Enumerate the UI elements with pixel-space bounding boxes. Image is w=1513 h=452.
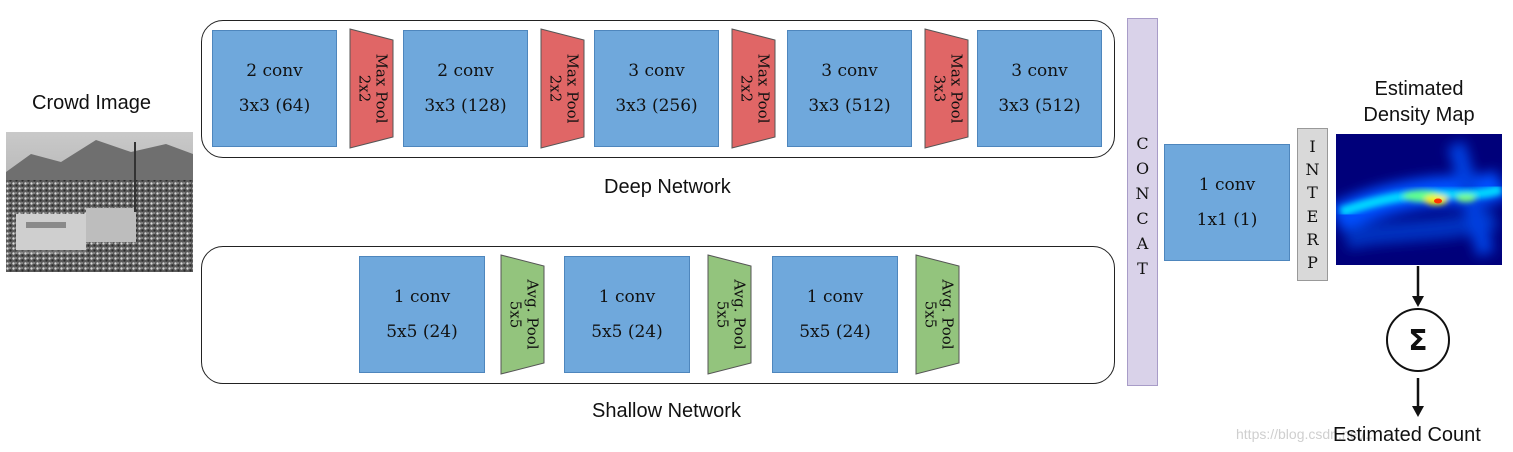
final-conv-line2: 1x1 (1) (1196, 209, 1258, 230)
shallow-pool-shape (707, 254, 752, 375)
crowd-image (6, 132, 193, 272)
shallow-conv-line1: 1 conv (393, 286, 451, 307)
crowd-image-label: Crowd Image (32, 92, 151, 114)
deep-conv-line1: 3 conv (1011, 60, 1068, 81)
density-map-label-line1: Estimated (1374, 78, 1464, 100)
concat-letter: T (1137, 259, 1148, 278)
deep-pool-line2: 2x2 (356, 75, 374, 103)
density-map-image (1336, 134, 1502, 265)
deep-pool-shape (731, 28, 776, 149)
deep-pool-line2: 2x2 (738, 75, 756, 103)
shallow-conv-line2: 5x5 (24) (386, 321, 458, 342)
shallow-conv-line2: 5x5 (24) (591, 321, 663, 342)
deep-conv-block: 3 conv 3x3 (256) (594, 30, 719, 147)
shallow-pool-line1: Avg. Pool (731, 278, 749, 349)
concat-letter: N (1135, 184, 1150, 203)
watermark-text: https://blog.csdn.net/... (1236, 426, 1377, 442)
shallow-pool-shape (915, 254, 960, 375)
output-arrows (1412, 266, 1424, 417)
deep-conv-line2: 3x3 (512) (998, 95, 1081, 116)
deep-conv-line1: 3 conv (628, 60, 685, 81)
shallow-pool-line2: 5x5 (922, 301, 940, 329)
deep-conv-line2: 3x3 (512) (808, 95, 891, 116)
shallow-pool-line1: Avg. Pool (524, 278, 542, 349)
interp-letter: T (1307, 183, 1318, 203)
interp-letter: R (1306, 229, 1319, 249)
density-map-label-line2: Density Map (1363, 104, 1475, 126)
deep-pool-line2: 2x2 (547, 75, 565, 103)
deep-conv-block: 3 conv 3x3 (512) (977, 30, 1102, 147)
estimated-count-label: Estimated Count (1333, 424, 1481, 446)
deep-conv-line2: 3x3 (128) (424, 95, 507, 116)
deep-pool-line1: Max Pool (948, 54, 966, 124)
sum-icon: Σ (1386, 308, 1450, 372)
shallow-pool-line2: 5x5 (507, 301, 525, 329)
interp-letter: N (1305, 160, 1320, 180)
concat-letter: A (1136, 234, 1149, 253)
shallow-conv-block: 1 conv 5x5 (24) (772, 256, 898, 373)
deep-conv-block: 3 conv 3x3 (512) (787, 30, 912, 147)
deep-conv-line2: 3x3 (256) (615, 95, 698, 116)
shallow-conv-line1: 1 conv (806, 286, 864, 307)
interp-letter: P (1307, 252, 1318, 272)
deep-pool-shape (349, 28, 394, 149)
shallow-conv-line2: 5x5 (24) (799, 321, 871, 342)
final-conv-line1: 1 conv (1198, 174, 1256, 195)
deep-pool-line1: Max Pool (755, 54, 773, 124)
deep-conv-block: 2 conv 3x3 (64) (212, 30, 337, 147)
shallow-conv-block: 1 conv 5x5 (24) (359, 256, 485, 373)
shallow-conv-block: 1 conv 5x5 (24) (564, 256, 690, 373)
shallow-pool-shape (500, 254, 545, 375)
final-conv-block: 1 conv 1x1 (1) (1164, 144, 1290, 261)
interp-letter: E (1306, 206, 1319, 226)
concat-letter: C (1136, 134, 1149, 153)
deep-pool-shape (924, 28, 969, 149)
deep-conv-line1: 2 conv (437, 60, 494, 81)
deep-pool-line1: Max Pool (373, 54, 391, 124)
deep-conv-line1: 3 conv (821, 60, 878, 81)
deep-network-label: Deep Network (604, 176, 731, 198)
shallow-network-label: Shallow Network (592, 400, 741, 422)
concat-letter: O (1135, 159, 1150, 178)
deep-pool-line2: 3x3 (931, 75, 949, 103)
arrow-head-to-sum (1412, 296, 1424, 307)
deep-conv-line2: 3x3 (64) (238, 95, 311, 116)
deep-conv-block: 2 conv 3x3 (128) (403, 30, 528, 147)
concat-letter: C (1136, 209, 1149, 228)
shallow-pool-line1: Avg. Pool (939, 278, 957, 349)
interp-letter: I (1309, 137, 1316, 157)
shallow-conv-line1: 1 conv (598, 286, 656, 307)
density-map-label: Estimated Density Map (1334, 76, 1504, 128)
deep-pool-shape (540, 28, 585, 149)
deep-pool-line1: Max Pool (564, 54, 582, 124)
shallow-pool-line2: 5x5 (714, 301, 732, 329)
deep-conv-line1: 2 conv (246, 60, 303, 81)
arrow-head-to-count (1412, 406, 1424, 417)
